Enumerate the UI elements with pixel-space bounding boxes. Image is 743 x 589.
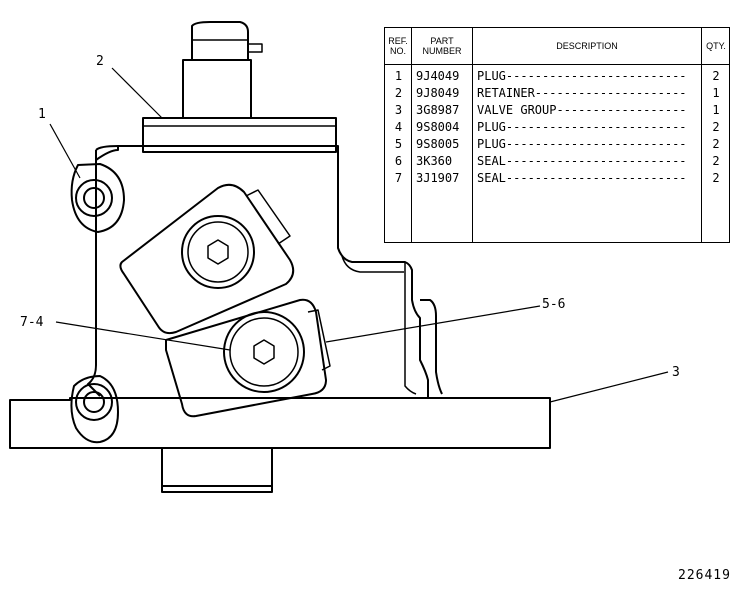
qty-cell: 1 <box>712 103 720 117</box>
table-row: 4 9S8004 PLUG------------------------- 2 <box>385 119 729 135</box>
upper-valve-block <box>119 183 295 335</box>
ref-cell: 1 <box>394 69 403 83</box>
description-cell: PLUG------------------------- <box>477 120 687 134</box>
ref-cell: 2 <box>394 86 403 100</box>
boss-bottom <box>70 375 119 444</box>
part-number-cell: 3J1907 <box>416 171 460 185</box>
leader-2 <box>111 67 163 119</box>
description-cell: PLUG------------------------- <box>477 69 687 83</box>
callout-1: 1 <box>38 107 46 122</box>
header-ref: REF.NO. <box>388 36 408 56</box>
base-plate <box>9 397 551 449</box>
col-divider <box>472 28 473 242</box>
description-cell: SEAL------------------------- <box>477 154 687 168</box>
table-row: 5 9S8005 PLUG------------------------- 2 <box>385 136 729 152</box>
right-flange <box>420 299 443 395</box>
part-number-cell: 3G8987 <box>416 103 460 117</box>
leader-56 <box>325 305 541 343</box>
leader-74 <box>55 321 231 351</box>
ref-cell: 4 <box>394 120 403 134</box>
part-number-cell: 9J8049 <box>416 86 460 100</box>
table-row: 6 3K360 SEAL------------------------- 2 <box>385 153 729 169</box>
leader-1 <box>49 123 81 179</box>
part-number-cell: 9J4049 <box>416 69 460 83</box>
lower-valve-block <box>165 298 327 418</box>
table-row: 2 9J8049 RETAINER--------------------- 1 <box>385 85 729 101</box>
part-number-cell: 9S8005 <box>416 137 460 151</box>
part-number-cell: 3K360 <box>416 154 453 168</box>
description-cell: RETAINER--------------------- <box>477 86 687 100</box>
description-cell: PLUG------------------------- <box>477 137 687 151</box>
qty-cell: 2 <box>712 154 720 168</box>
description-cell: VALVE GROUP------------------ <box>477 103 687 117</box>
table-row: 3 3G8987 VALVE GROUP------------------ 1 <box>385 102 729 118</box>
qty-cell: 2 <box>712 137 720 151</box>
retainer <box>182 59 252 119</box>
qty-cell: 2 <box>712 120 720 134</box>
description-cell: SEAL------------------------- <box>477 171 687 185</box>
ref-cell: 3 <box>394 103 403 117</box>
qty-cell: 2 <box>712 171 720 185</box>
qty-cell: 2 <box>712 69 720 83</box>
header-description: DESCRIPTION <box>556 41 618 51</box>
table-row: 1 9J4049 PLUG------------------------- 2 <box>385 68 729 84</box>
leader-3 <box>549 371 669 403</box>
callout-2: 2 <box>96 54 104 69</box>
ref-cell: 7 <box>394 171 403 185</box>
ref-cell: 5 <box>394 137 403 151</box>
figure-number: 226419 <box>678 568 731 583</box>
col-divider <box>701 28 702 242</box>
bottom-boss <box>161 448 273 493</box>
callout-7-4: 7-4 <box>20 315 44 330</box>
callout-3: 3 <box>672 365 680 380</box>
col-divider <box>411 28 412 242</box>
callout-5-6: 5-6 <box>542 297 566 312</box>
table-row: 7 3J1907 SEAL------------------------- 2 <box>385 170 729 186</box>
header-qty: QTY. <box>706 41 726 51</box>
boss-top <box>70 163 125 233</box>
qty-cell: 1 <box>712 86 720 100</box>
part-number-cell: 9S8004 <box>416 120 460 134</box>
ref-cell: 6 <box>394 154 403 168</box>
